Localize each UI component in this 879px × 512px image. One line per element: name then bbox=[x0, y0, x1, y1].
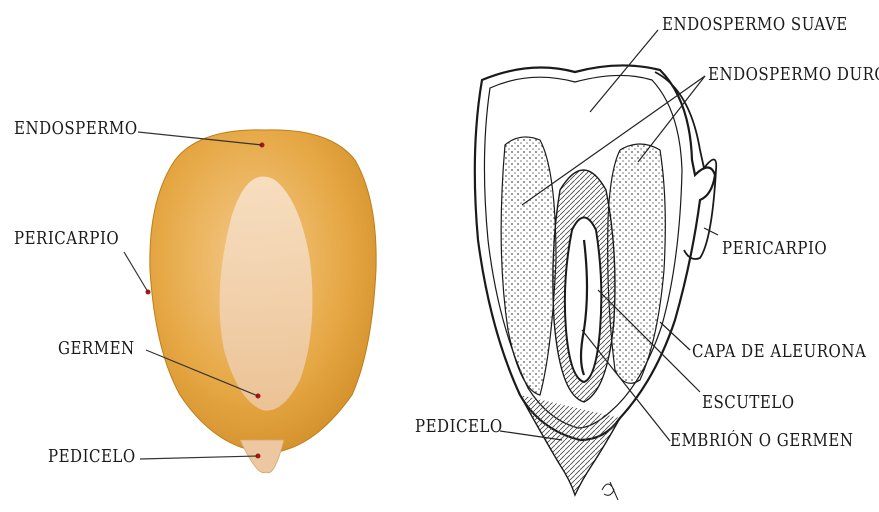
embryo bbox=[565, 218, 601, 383]
label-pericarpio-right: PERICARPIO bbox=[722, 238, 827, 259]
label-pericarpio-left: PERICARPIO bbox=[14, 228, 119, 249]
label-endospermo-suave: ENDOSPERMO SUAVE bbox=[662, 14, 848, 35]
label-pedicelo-right: PEDICELO bbox=[415, 416, 503, 437]
kernel-illustration bbox=[146, 130, 377, 473]
label-embrion-germen: EMBRIÓN O GERMEN bbox=[670, 430, 853, 451]
label-endospermo-duro: ENDOSPERMO DURO bbox=[708, 64, 879, 85]
label-germen: GERMEN bbox=[58, 338, 135, 359]
label-capa-aleurona: CAPA DE ALEURONA bbox=[692, 341, 866, 362]
artist-signature-mark bbox=[602, 482, 618, 500]
label-pedicelo-left: PEDICELO bbox=[48, 446, 136, 467]
label-escutelo: ESCUTELO bbox=[702, 392, 795, 413]
label-endospermo: ENDOSPERMO bbox=[14, 118, 138, 139]
